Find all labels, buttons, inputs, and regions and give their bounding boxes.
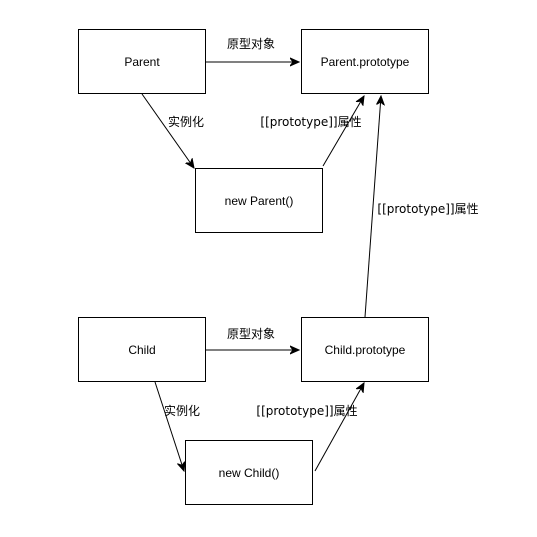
edge-new-parent-to-prototype (322, 96, 364, 167)
edge-new-child-to-prototype (314, 383, 364, 472)
edge-parent-instantiate (141, 93, 194, 168)
label-child-prototype-object: 原型对象 (227, 327, 275, 341)
label-new-child-prototype-attr: [[prototype]]属性 (256, 404, 357, 418)
edge-child-prototype-to-parent-prototype (364, 96, 381, 318)
label-child-proto-prototype-attr: [[prototype]]属性 (377, 202, 478, 216)
node-new-parent-label: new Parent() (225, 194, 294, 208)
node-child-prototype-label: Child.prototype (325, 343, 406, 357)
node-parent-prototype-label: Parent.prototype (321, 55, 410, 69)
node-parent-label: Parent (124, 55, 160, 69)
node-parent-prototype: Parent.prototype (301, 29, 429, 94)
label-parent-prototype-object: 原型对象 (227, 37, 275, 51)
node-child-prototype: Child.prototype (301, 317, 429, 382)
node-child-label: Child (128, 343, 155, 357)
label-new-parent-prototype-attr: [[prototype]]属性 (260, 115, 361, 129)
node-new-child: new Child() (185, 440, 313, 505)
label-child-instantiate: 实例化 (164, 403, 200, 418)
label-parent-instantiate: 实例化 (168, 114, 204, 129)
node-new-child-label: new Child() (219, 466, 280, 480)
node-child: Child (78, 317, 206, 382)
node-new-parent: new Parent() (195, 168, 323, 233)
node-parent: Parent (78, 29, 206, 94)
edge-child-instantiate (154, 381, 184, 471)
